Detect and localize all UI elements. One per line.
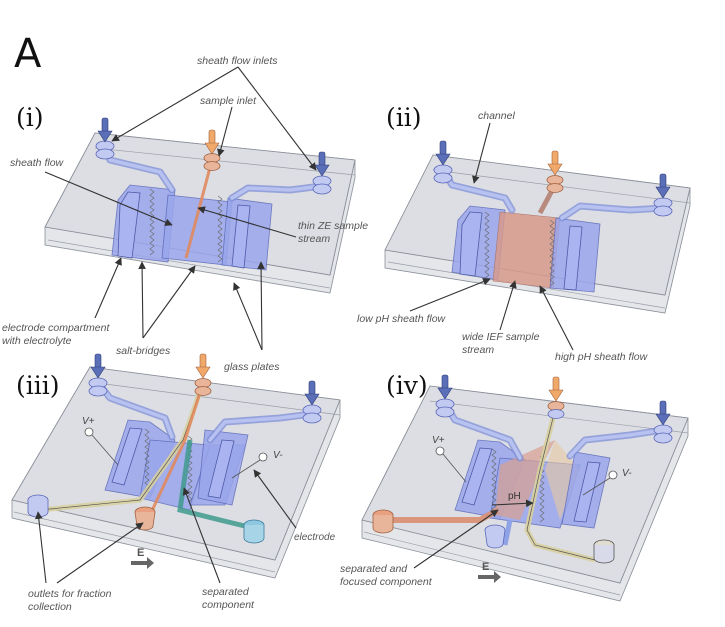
label-separated-focused-line1: separated and [340,563,408,575]
label-outlets-line2: collection [28,601,72,613]
label-thin-ze-line1: thin ZE sample [298,220,368,232]
panel-iii-sample-inlet-icon [195,353,211,379]
panel-iv-ph-gradient-arrow [491,499,534,508]
label-outlets-line1: outlets for fraction [28,588,112,600]
label-iv-ph: pH [508,491,521,502]
panel-iii: (iii) [11,353,341,613]
panel-ii-label: (ii) [386,103,422,132]
panel-iv-electrode-minus [608,470,618,480]
panel-iii-label: (iii) [16,371,60,400]
label-separated-line1: separated [202,586,250,598]
label-glass-plates: glass plates [224,361,280,373]
panel-iii-separated-orange [148,382,205,516]
label-thin-ze-line2: stream [298,233,330,245]
label-iii-field: E [137,547,144,559]
label-separated-line2: component [202,599,255,611]
panel-iv-field-arrow-icon [478,571,501,583]
label-iii-v-minus: V- [273,450,283,461]
label-sheath-flow-inlets: sheath flow inlets [197,55,278,67]
label-separated-focused-line2: focused component [340,576,433,588]
panel-iii-field-arrow-icon [131,557,154,569]
label-channel: channel [478,110,515,122]
panel-iii-separated-teal [177,439,254,531]
label-iv-v-minus: V- [622,468,632,479]
panel-i: (i) sheath flo [2,55,368,373]
panel-iv-sample-inlet-icon [548,376,564,402]
panel-iv-electrode-plus [435,446,445,456]
panel-iv-label: (iv) [386,371,428,400]
label-wide-ief-line1: wide IEF sample [462,331,540,343]
label-high-ph-sheath-flow: high pH sheath flow [555,351,649,363]
panel-iv: (iv) pH [340,371,689,602]
label-electrode-compartment-line1: electrode compartment [2,322,110,334]
label-sample-inlet: sample inlet [200,95,257,107]
label-iv-v-plus: V+ [432,435,445,446]
label-iv-field: E [482,561,489,573]
panel-i-label: (i) [16,103,44,132]
label-electrode: electrode [294,532,336,543]
panel-ii: (ii) channel low pH sheath flow [357,103,691,363]
label-wide-ief-line2: stream [462,344,494,356]
panel-iii-electrode-minus [258,452,268,462]
panel-letter: A [14,31,42,77]
label-iii-v-plus: V+ [82,416,95,427]
panel-iii-electrode-plus [84,427,94,437]
label-low-ph-sheath-flow: low pH sheath flow [357,313,447,325]
label-sheath-flow: sheath flow [10,157,65,169]
label-electrode-compartment-line2: with electrolyte [2,335,72,347]
label-salt-bridges: salt-bridges [116,345,171,357]
